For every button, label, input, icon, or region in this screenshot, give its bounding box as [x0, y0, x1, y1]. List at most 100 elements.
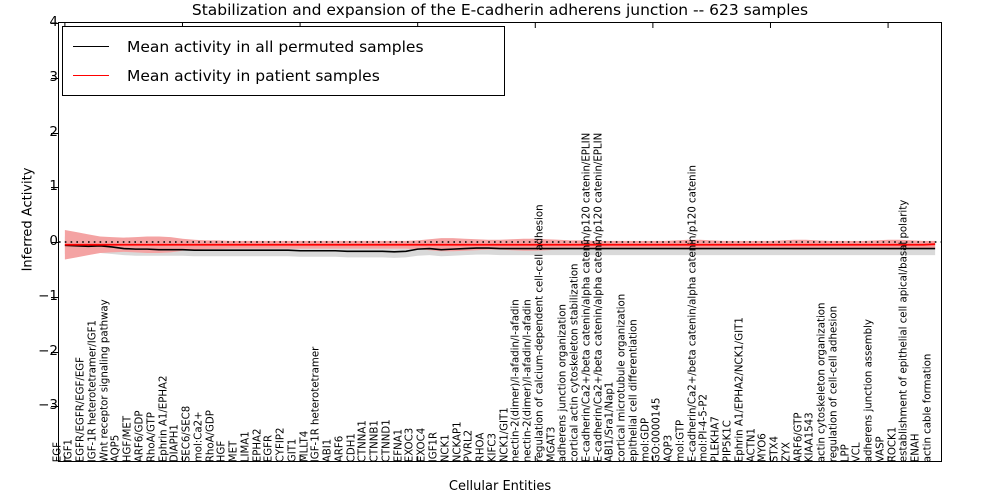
x-tick-label: ABI1: [322, 438, 334, 462]
page-title: Stabilization and expansion of the E-cad…: [191, 1, 809, 19]
x-tick-label: cortical microtubule organization: [616, 293, 628, 462]
x-tick-label: VCL: [851, 442, 863, 462]
x-tick-label: mol:PI-4-5-P2: [698, 393, 710, 462]
x-tick-label: RHOA: [475, 432, 487, 462]
x-tick-label: EFNA1: [393, 428, 405, 462]
x-tick-label: actin cytoskeleton organization: [816, 302, 828, 462]
legend-swatch-permuted: [73, 46, 109, 47]
x-tick-label: GIT1: [287, 438, 299, 462]
x-tick-label: NCKAP1: [451, 421, 463, 462]
x-tick-label: PLEKHA7: [710, 415, 722, 462]
x-tick-label: Ephrin A1/EPHA2/NCK1/GIT1: [734, 316, 746, 462]
legend-label-permuted: Mean activity in all permuted samples: [127, 37, 424, 56]
x-tick-label: ENAH: [910, 433, 922, 462]
x-tick-label: PVRL2: [463, 429, 475, 462]
legend-swatch-patient: [73, 75, 109, 76]
x-tick-label: AQP5: [110, 434, 122, 462]
x-tick-label: MET: [228, 440, 240, 462]
x-tick-label: establishment of epithelial cell apical/…: [898, 199, 910, 462]
x-tick-label: IGF1R: [428, 431, 440, 462]
x-tick-label: Wnt receptor signaling pathway: [99, 299, 111, 462]
x-tick-label: Ephrin A1/EPHA2: [157, 375, 169, 462]
x-tick-label: HGF/MET: [122, 415, 134, 462]
x-tick-label: RhoA/GDP: [204, 409, 216, 462]
x-tick-label: ABI1/Sra1/Nap1: [604, 381, 616, 462]
y-tick-mark: [51, 23, 58, 25]
x-tick-label: ARF6/GDP: [134, 410, 146, 462]
y-axis: −3 −2 −1 0 1 2 3 4: [0, 0, 58, 500]
x-tick-label: EXOC3: [404, 427, 416, 462]
y-tick-label: −1: [38, 287, 58, 304]
x-tick-label: IGF1: [63, 438, 75, 462]
x-tick-label: ACTN1: [745, 427, 757, 462]
y-tick-label: 0: [49, 233, 58, 249]
x-tick-label: nectin-2(dimer)/l-afadin/l-afadin: [510, 299, 522, 462]
x-tick-label: actin cable formation: [922, 353, 934, 462]
y-tick-label: −3: [38, 397, 58, 414]
x-tick-label: ARF6: [334, 435, 346, 462]
x-tick-label: mol:Ca2+: [193, 411, 205, 462]
x-tick-label: adherens junction assembly: [863, 318, 875, 462]
x-tick-label: nectin-2(dimer)/l-afadin/l-afadin: [522, 299, 534, 462]
x-tick-label: HGF: [216, 440, 228, 462]
legend-item-patient: Mean activity in patient samples: [63, 61, 504, 90]
x-tick-label: EPHA2: [251, 428, 263, 462]
x-tick-label: RhoA/GTP: [146, 411, 158, 462]
x-tick-label: EGFR/EGFR/EGF/EGF: [75, 356, 87, 462]
x-tick-label: NCK1/GIT1: [498, 407, 510, 462]
y-tick-mark: [51, 406, 58, 408]
x-tick-label: EXOC4: [416, 427, 428, 462]
x-tick-label: CYFIP2: [275, 427, 287, 462]
x-tick-label: regulation of calcium-dependent cell-cel…: [534, 204, 546, 462]
permuted-mean-line: [64, 244, 936, 253]
x-tick-label: EGF: [52, 441, 64, 462]
y-tick-label: −2: [38, 342, 58, 359]
x-tick-label: EGFR: [263, 434, 275, 462]
x-tick-label: LIMA1: [240, 431, 252, 462]
x-tick-label: E-cadherin/Ca2+/beta catenin/alpha caten…: [581, 132, 593, 462]
x-tick-label: MGAT3: [545, 426, 557, 462]
x-tick-label: E-cadherin/Ca2+/beta catenin/alpha caten…: [593, 132, 605, 462]
y-tick-label: 2: [49, 123, 58, 140]
y-tick-mark: [51, 187, 58, 189]
x-tick-label: CTNNB1: [369, 419, 381, 462]
x-tick-label: CDH1: [346, 432, 358, 462]
y-tick-mark: [51, 242, 58, 244]
y-tick-mark: [51, 132, 58, 134]
x-tick-label: adherens junction organization: [557, 303, 569, 462]
x-tick-label: IGF-1R heterotetramer/IGF1: [87, 319, 99, 462]
x-tick-label: epithelial cell differentiation: [628, 319, 640, 462]
x-tick-label: NCK1: [440, 434, 452, 462]
plot-canvas: [59, 23, 941, 461]
x-tick-label: MYO6: [757, 433, 769, 462]
x-tick-label: mol:GDP: [640, 417, 652, 462]
x-tick-label: KIAA1543: [804, 412, 816, 462]
x-tick-label: STX4: [769, 435, 781, 462]
x-tick-label: PIP5K1C: [722, 419, 734, 462]
y-tick-mark: [51, 351, 58, 353]
x-tick-label: ROCK1: [887, 426, 899, 462]
x-axis-title: Cellular Entities: [448, 479, 552, 494]
x-tick-label: CTNNA1: [357, 419, 369, 462]
x-tick-label: LPP: [839, 444, 851, 462]
patient-mean-line: [64, 243, 936, 246]
legend-item-permuted: Mean activity in all permuted samples: [63, 32, 504, 61]
y-tick-mark: [51, 77, 58, 79]
x-tick-label: DIAPH1: [169, 423, 181, 462]
x-tick-label: GO:0000145: [651, 397, 663, 462]
x-tick-label: CTNND1: [381, 419, 393, 462]
y-tick-label: 4: [49, 14, 58, 30]
x-tick-label: AQP3: [663, 434, 675, 462]
y-tick-mark: [51, 296, 58, 298]
x-tick-label: ZYX: [781, 441, 793, 462]
x-tick-label: mol:GTP: [675, 419, 687, 462]
x-tick-label: E-cadherin/Ca2+/beta catenin/alpha caten…: [687, 164, 699, 462]
y-tick-label: 1: [49, 178, 58, 195]
x-tick-label: IGF-1R heterotetramer: [310, 346, 322, 463]
x-tick-label: KIFC3: [487, 432, 499, 462]
x-tick-label: VASP: [875, 436, 887, 462]
y-tick-label: 3: [49, 68, 58, 85]
x-tick-label: regulation of cell-cell adhesion: [828, 305, 840, 462]
legend-label-patient: Mean activity in patient samples: [127, 66, 380, 85]
